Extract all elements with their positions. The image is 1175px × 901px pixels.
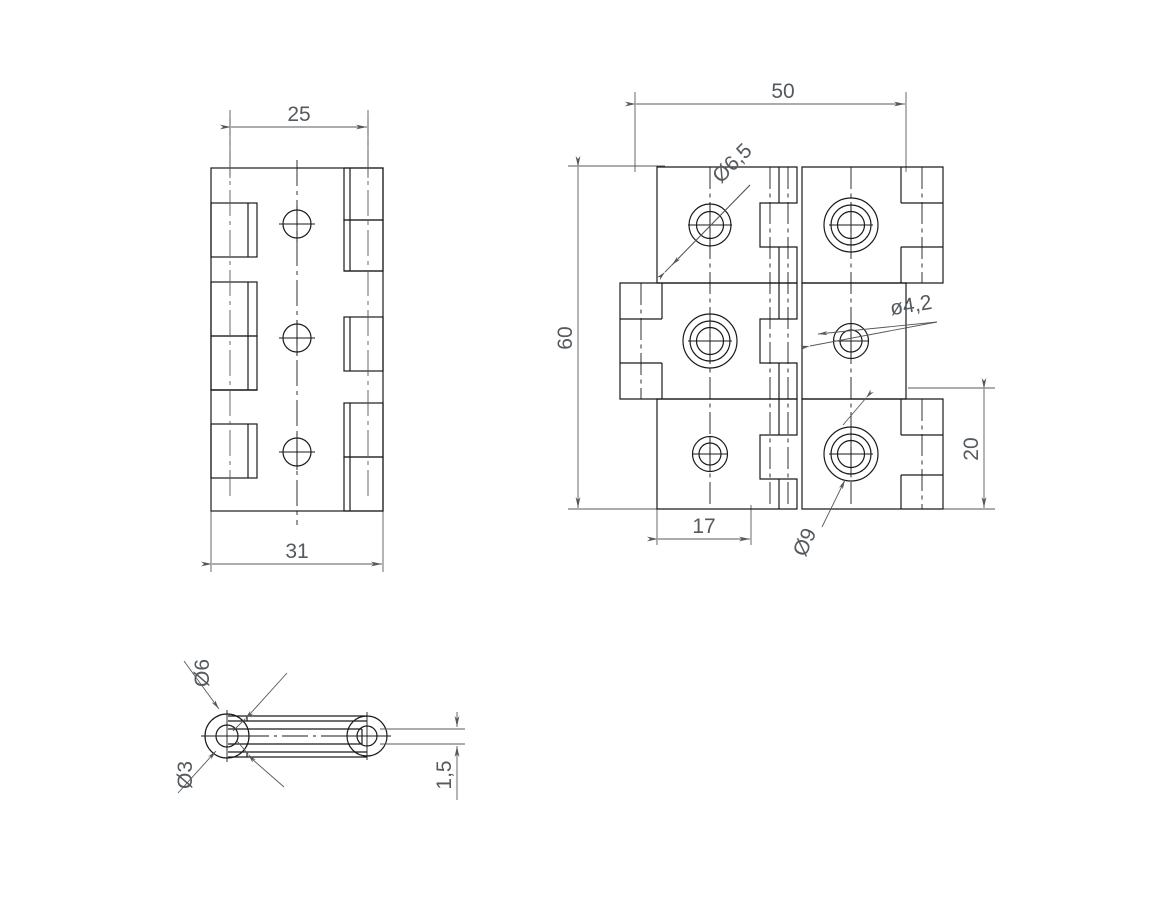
dimension-25: 25: [220, 103, 369, 178]
leader-d6-5: Ø6,5: [656, 139, 757, 281]
dimension-20-label: 20: [960, 437, 983, 460]
front-view-group: 25 31: [201, 103, 384, 572]
side-view-group: 50 60 17 20: [554, 80, 995, 560]
leader-d4-2-label: ø4,2: [888, 291, 933, 320]
side-view-holes: [682, 197, 879, 482]
leader-d6: Ø6: [183, 659, 285, 788]
dimension-60-label: 60: [554, 326, 577, 349]
dimension-17-label: 17: [692, 515, 715, 538]
front-right-knuckles: [343, 167, 384, 512]
dimension-25-label: 25: [287, 103, 310, 126]
leader-d9-label: Ø9: [789, 525, 821, 560]
leader-d3: Ø3: [174, 672, 288, 794]
leader-d3-label: Ø3: [174, 761, 197, 789]
dimension-1-5: 1,5: [433, 712, 460, 800]
leader-d6-5-label: Ø6,5: [708, 139, 756, 187]
front-view-centrelines: [229, 110, 369, 525]
leader-d4-2: ø4,2: [800, 291, 938, 350]
leader-d6-label: Ø6: [191, 659, 214, 687]
dimension-50-label: 50: [771, 80, 794, 103]
dimension-31: 31: [201, 511, 384, 572]
section-view-group: 1,5 Ø6 Ø3: [174, 659, 465, 800]
dimension-17: 17: [647, 505, 752, 545]
dimension-60: 60: [554, 156, 665, 510]
section-right-knuckle: [343, 712, 391, 760]
dimension-20: 20: [908, 378, 995, 510]
side-view-centrelines: [640, 167, 923, 509]
dimension-1-5-label: 1,5: [433, 760, 456, 789]
section-extension-lines: [380, 728, 465, 745]
leader-d9: Ø9: [789, 389, 874, 560]
dimension-31-label: 31: [285, 540, 308, 563]
front-left-knuckles: [210, 202, 258, 479]
dimension-50: 50: [625, 80, 907, 172]
